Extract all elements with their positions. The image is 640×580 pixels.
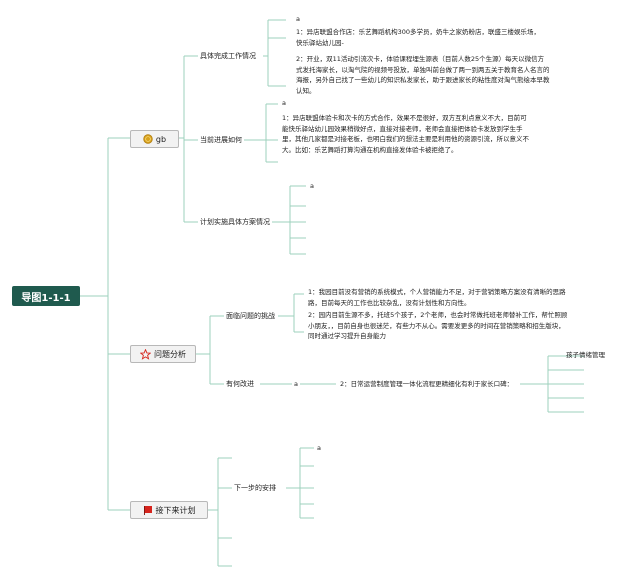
root-node[interactable]: 导图1-1-1: [12, 286, 80, 306]
branch-next-label: 接下来计划: [155, 505, 196, 515]
gb-plan-item-a[interactable]: a: [310, 182, 314, 190]
red-flag-icon: [143, 505, 153, 515]
star-outline-icon: [139, 348, 152, 360]
next-sub-arrangement[interactable]: 下一步的安排: [234, 484, 276, 492]
gb-sub-plan[interactable]: 计划实施具体方案情况: [200, 218, 270, 226]
branch-problem-label: 问题分析: [154, 349, 186, 359]
problem-improve-item-a[interactable]: a: [294, 380, 298, 388]
gb-sub-work-done[interactable]: 具体完成工作情况: [200, 52, 256, 60]
problem-challenge-item-1[interactable]: 1：我园目前没有营销的系统模式，个人营销能力不足，对于营销策略方案没有清晰的思路…: [308, 288, 566, 307]
problem-sub-challenges[interactable]: 面临问题的挑战: [226, 312, 275, 320]
gb-work-item-a[interactable]: a: [296, 15, 300, 23]
gold-coin-icon: [143, 134, 153, 144]
next-arrangement-item-a[interactable]: a: [317, 444, 321, 452]
gb-work-item-1[interactable]: 1：异店联盟合作店：乐艺舞蹈机构300多学员，奶牛之家奶粉店，联盛三楼娱乐场，快…: [296, 28, 541, 47]
branch-problem[interactable]: 问题分析: [130, 345, 196, 363]
problem-improve-leaf[interactable]: 孩子情绪管理: [566, 351, 605, 359]
gb-work-item-2[interactable]: 2：开业，双11活动引流次卡，体验课程埋生源表（目前人数25个生源）每天以微信方…: [296, 55, 550, 95]
problem-sub-improve[interactable]: 有何改进: [226, 380, 254, 388]
branch-next[interactable]: 接下来计划: [130, 501, 208, 519]
gb-progress-item-a[interactable]: a: [282, 99, 286, 107]
gb-sub-progress[interactable]: 当前进展如何: [200, 136, 242, 144]
branch-gb[interactable]: gb: [130, 130, 179, 148]
branch-gb-label: gb: [155, 134, 167, 144]
problem-challenge-item-2[interactable]: 2：园内目前生源不多，托班5个孩子，2个老师，也会时常做托班老师替补工作，帮忙照…: [308, 311, 568, 340]
gb-progress-item-1[interactable]: 1：异店联盟体验卡和次卡的方式合作，效果不是很好，双方互利点意义不大，目前可能快…: [282, 114, 529, 154]
problem-improve-item-2[interactable]: 2：日常运营制度管理一体化流程更精细化有利于家长口碑：: [340, 380, 514, 388]
